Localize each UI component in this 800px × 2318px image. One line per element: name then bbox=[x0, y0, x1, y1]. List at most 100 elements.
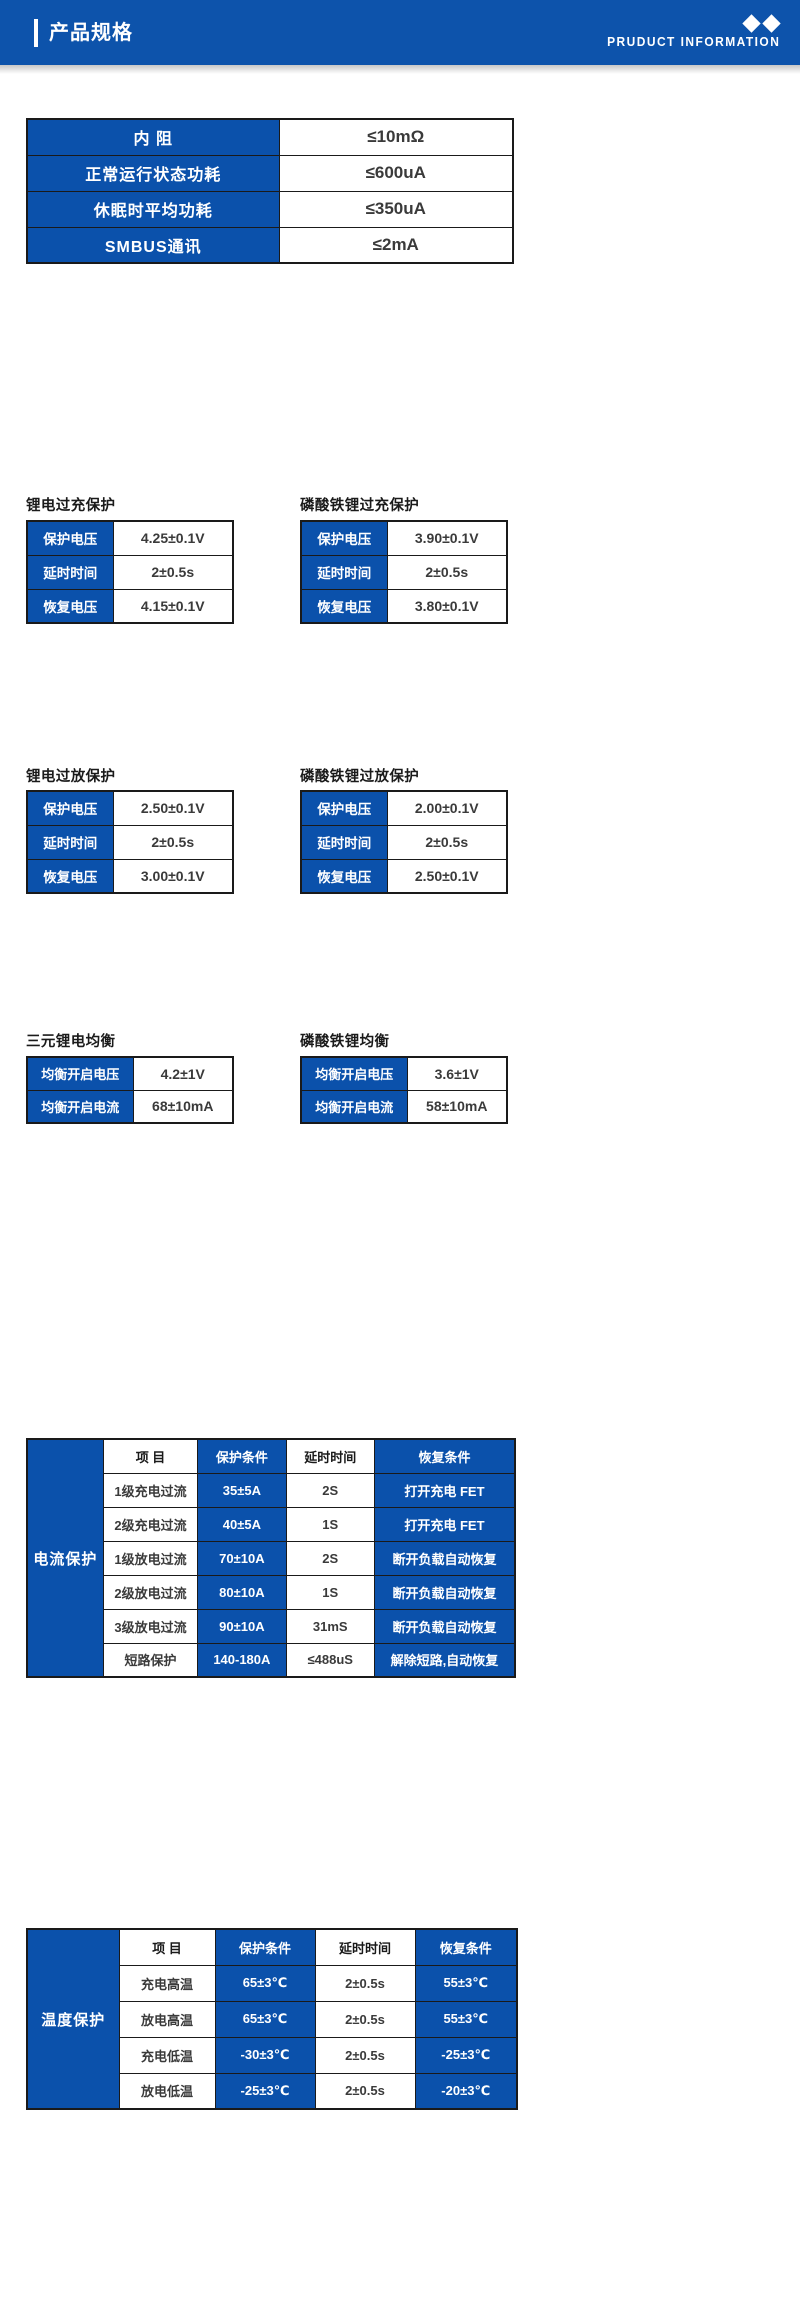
row-value: 3.90±0.1V bbox=[386, 520, 508, 556]
table-row: 充电高温 65±3℃ 2±0.5s 55±3℃ bbox=[27, 1964, 518, 2002]
spec-label: 正常运行状态功耗 bbox=[26, 154, 280, 192]
table-row: SMBUS通讯 ≤2mA bbox=[26, 226, 514, 264]
cell-recover: 断开负载自动恢复 bbox=[373, 1608, 516, 1644]
caption-lfp-balance: 磷酸铁锂均衡 bbox=[300, 1034, 390, 1050]
table-row: 保护电压 2.00±0.1V bbox=[300, 790, 508, 826]
cell-item: 充电低温 bbox=[118, 2036, 216, 2074]
temperature-protection-table: 温度保护 项 目 保护条件 延时时间 恢复条件 充电高温 65±3℃ 2±0.5… bbox=[26, 1928, 518, 2110]
row-value: 4.15±0.1V bbox=[112, 588, 234, 624]
table-row: 2级放电过流 80±10A 1S 断开负载自动恢复 bbox=[27, 1574, 516, 1610]
cell-protect: 80±10A bbox=[197, 1574, 287, 1610]
lfp-overdischarge-table: 保护电压 2.00±0.1V 延时时间 2±0.5s 恢复电压 2.50±0.1… bbox=[300, 790, 508, 894]
cell-delay: 2±0.5s bbox=[314, 2000, 416, 2038]
table-row: 恢复电压 4.15±0.1V bbox=[26, 588, 234, 624]
cell-delay: 2±0.5s bbox=[314, 2072, 416, 2110]
li-overdischarge-table: 保护电压 2.50±0.1V 延时时间 2±0.5s 恢复电压 3.00±0.1… bbox=[26, 790, 234, 894]
cell-delay: 31mS bbox=[285, 1608, 375, 1644]
table-row: 延时时间 2±0.5s bbox=[26, 554, 234, 590]
cell-recover: 解除短路,自动恢复 bbox=[373, 1642, 516, 1678]
cell-item: 短路保护 bbox=[102, 1642, 199, 1678]
table-row: 休眠时平均功耗 ≤350uA bbox=[26, 190, 514, 228]
column-header-item: 项 目 bbox=[118, 1928, 216, 1966]
cell-item: 放电低温 bbox=[118, 2072, 216, 2110]
current-protection-row-header: 电流保护 bbox=[26, 1438, 104, 1678]
table-row: 延时时间 2±0.5s bbox=[300, 824, 508, 860]
spec-value: ≤600uA bbox=[278, 154, 514, 192]
table-row: 1级放电过流 70±10A 2S 断开负载自动恢复 bbox=[27, 1540, 516, 1576]
row-value: 2±0.5s bbox=[386, 554, 508, 590]
row-label: 恢复电压 bbox=[26, 858, 114, 894]
row-value: 2.50±0.1V bbox=[112, 790, 234, 826]
column-header-item: 项 目 bbox=[102, 1438, 199, 1474]
row-value: 68±10mA bbox=[132, 1089, 234, 1124]
caption-lfp-overcharge: 磷酸铁锂过充保护 bbox=[300, 498, 420, 514]
table-row: 保护电压 4.25±0.1V bbox=[26, 520, 234, 556]
cell-protect: 90±10A bbox=[197, 1608, 287, 1644]
spec-value: ≤10mΩ bbox=[278, 118, 514, 156]
header-right-group: PRUDUCT INFORMATION bbox=[592, 13, 781, 49]
row-value: 2±0.5s bbox=[112, 554, 234, 590]
row-label: 延时时间 bbox=[300, 824, 388, 860]
cell-item: 2级充电过流 bbox=[102, 1506, 199, 1542]
spec-table-body: 内 阻 ≤10mΩ 正常运行状态功耗 ≤600uA 休眠时平均功耗 ≤350uA… bbox=[26, 118, 514, 264]
table-row: 延时时间 2±0.5s bbox=[300, 554, 508, 590]
spec-table: 内 阻 ≤10mΩ 正常运行状态功耗 ≤600uA 休眠时平均功耗 ≤350uA… bbox=[26, 118, 514, 264]
header-shadow bbox=[0, 65, 800, 74]
table-row: 正常运行状态功耗 ≤600uA bbox=[26, 154, 514, 192]
current-protection-table: 电流保护 项 目 保护条件 延时时间 恢复条件 1级充电过流 35±5A 2S … bbox=[26, 1438, 516, 1678]
table-row: 延时时间 2±0.5s bbox=[26, 824, 234, 860]
cell-protect: 65±3℃ bbox=[214, 1964, 316, 2002]
row-label: 均衡开启电流 bbox=[26, 1089, 134, 1124]
row-label: 均衡开启电压 bbox=[26, 1056, 134, 1091]
cell-protect: 35±5A bbox=[197, 1472, 287, 1508]
cell-delay: 2±0.5s bbox=[314, 1964, 416, 2002]
table-row: 恢复电压 3.00±0.1V bbox=[26, 858, 234, 894]
row-value: 2±0.5s bbox=[112, 824, 234, 860]
row-label: 均衡开启电压 bbox=[300, 1056, 408, 1091]
li-overcharge-table: 保护电压 4.25±0.1V 延时时间 2±0.5s 恢复电压 4.15±0.1… bbox=[26, 520, 234, 624]
table-row: 1级充电过流 35±5A 2S 打开充电 FET bbox=[27, 1472, 516, 1508]
row-value: 4.25±0.1V bbox=[112, 520, 234, 556]
row-value: 2.50±0.1V bbox=[386, 858, 508, 894]
table-row: 内 阻 ≤10mΩ bbox=[26, 118, 514, 156]
spec-label: 内 阻 bbox=[26, 118, 280, 156]
diamond-icon-group bbox=[742, 13, 781, 33]
caption-ternary-balance: 三元锂电均衡 bbox=[26, 1034, 116, 1050]
temperature-protection-row-header: 温度保护 bbox=[26, 1928, 120, 2110]
table-row: 2级充电过流 40±5A 1S 打开充电 FET bbox=[27, 1506, 516, 1542]
table-row: 放电低温 -25±3℃ 2±0.5s -20±3℃ bbox=[27, 2072, 518, 2110]
cell-item: 3级放电过流 bbox=[102, 1608, 199, 1644]
page-header-banner: 产品规格 PRUDUCT INFORMATION bbox=[0, 0, 800, 65]
row-label: 保护电压 bbox=[26, 520, 114, 556]
spec-label: 休眠时平均功耗 bbox=[26, 190, 280, 228]
cell-item: 充电高温 bbox=[118, 1964, 216, 2002]
cell-delay: 1S bbox=[285, 1506, 375, 1542]
diamond-icon bbox=[762, 13, 781, 33]
ternary-balance-table: 均衡开启电压 4.2±1V 均衡开启电流 68±10mA bbox=[26, 1056, 234, 1124]
cell-recover: 55±3℃ bbox=[414, 2000, 518, 2038]
cell-item: 2级放电过流 bbox=[102, 1574, 199, 1610]
cell-protect: -25±3℃ bbox=[214, 2072, 316, 2110]
cell-protect: 65±3℃ bbox=[214, 2000, 316, 2038]
row-label: 延时时间 bbox=[26, 554, 114, 590]
row-value: 3.6±1V bbox=[406, 1056, 508, 1091]
cell-delay: 2S bbox=[285, 1472, 375, 1508]
spec-value: ≤350uA bbox=[278, 190, 514, 228]
caption-li-overcharge: 锂电过充保护 bbox=[26, 498, 116, 514]
cell-item: 1级充电过流 bbox=[102, 1472, 199, 1508]
cell-recover: 断开负载自动恢复 bbox=[373, 1574, 516, 1610]
table-row: 均衡开启电流 68±10mA bbox=[26, 1089, 234, 1124]
cell-recover: 打开充电 FET bbox=[373, 1472, 516, 1508]
row-value: 4.2±1V bbox=[132, 1056, 234, 1091]
row-value: 2±0.5s bbox=[386, 824, 508, 860]
table-row: 放电高温 65±3℃ 2±0.5s 55±3℃ bbox=[27, 2000, 518, 2038]
cell-recover: -20±3℃ bbox=[414, 2072, 518, 2110]
lfp-balance-table: 均衡开启电压 3.6±1V 均衡开启电流 58±10mA bbox=[300, 1056, 508, 1124]
table-row: 恢复电压 2.50±0.1V bbox=[300, 858, 508, 894]
cell-protect: 70±10A bbox=[197, 1540, 287, 1576]
cell-delay: ≤488uS bbox=[285, 1642, 375, 1678]
cell-recover: 断开负载自动恢复 bbox=[373, 1540, 516, 1576]
cell-item: 1级放电过流 bbox=[102, 1540, 199, 1576]
cell-item: 放电高温 bbox=[118, 2000, 216, 2038]
row-value: 58±10mA bbox=[406, 1089, 508, 1124]
